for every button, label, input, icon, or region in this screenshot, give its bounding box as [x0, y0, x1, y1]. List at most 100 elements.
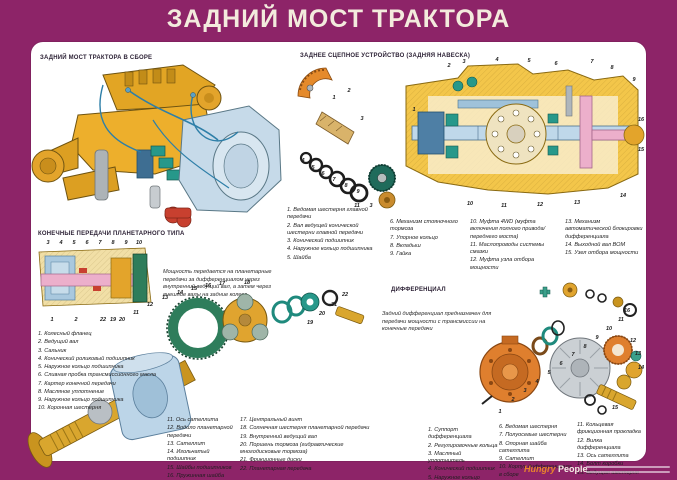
part-number-callout: 14 [176, 290, 184, 296]
differential-legend-colB: 6. Ведомая шестерня 7. Полуосевые шестерн… [499, 424, 575, 480]
part-number-callout: 16 [204, 283, 212, 289]
legend-item: 13. Ось сателлита [577, 453, 629, 460]
legend-item: 8. Опорная шайба сателлита [499, 440, 547, 454]
part-number-callout: 2 [511, 397, 515, 403]
part-number-callout: 20 [318, 311, 326, 317]
publisher-logo: Hungry People [524, 464, 588, 474]
part-number-callout: 7 [98, 240, 102, 246]
legend-item: 22. Планетарная передача [240, 465, 312, 472]
part-number-callout: 22 [99, 317, 107, 323]
heading-hitch: ЗАДНЕЕ СЦЕПНОЕ УСТРОЙСТВО (ЗАДНЯЯ НАВЕСК… [300, 53, 471, 59]
legend-item: 2. Ведущий вал [38, 339, 79, 346]
part-number-callout: 5 [547, 370, 551, 376]
part-number-callout: 3 [369, 203, 373, 209]
part-number-callout: 22 [341, 292, 349, 298]
part-number-callout: 3 [523, 388, 527, 394]
legend-item: 11. Маслопроводы системы смазки [470, 241, 545, 256]
legend-item: 4. Наружное кольцо подшипника [287, 246, 373, 253]
legend-item: 14. Выходной вал ВОМ [565, 241, 626, 248]
part-number-callout: 6 [85, 240, 89, 246]
part-number-callout: 15 [637, 147, 645, 153]
legend-item: 3. Сальник [38, 347, 67, 354]
publisher-logo-part2: People [558, 464, 588, 474]
part-number-callout: 13 [634, 351, 642, 357]
hitch-legend-col4: 13. Механизм автоматической блокировки д… [565, 219, 645, 258]
part-number-callout: 20 [118, 317, 126, 323]
part-number-callout: 18 [243, 280, 251, 286]
legend-item: 5. Шайба [287, 254, 311, 261]
part-number-callout: 3 [46, 240, 50, 246]
legend-item: 6. Сливная пробка трансмиссионного масла [38, 372, 157, 379]
legend-item: 5. Наружное кольцо подшипника [428, 474, 480, 480]
part-number-callout: 7 [571, 352, 575, 358]
heading-differential: ДИФФЕРЕНЦИАЛ [391, 287, 446, 293]
part-number-callout: 5 [311, 165, 315, 171]
legend-item: 10. Коронная шестерня [38, 405, 102, 412]
final-drive-exploded-illustration [27, 289, 365, 468]
legend-item: 17. Центральный винт [240, 417, 303, 423]
legend-item: 8. Масляное уплотнение [38, 388, 105, 395]
part-number-callout: 5 [72, 240, 76, 246]
part-number-callout: 13 [573, 200, 581, 206]
legend-item: 3. Масляный уплотнитель [428, 450, 465, 465]
part-number-callout: 17 [218, 281, 226, 287]
part-number-callout: 16 [637, 117, 645, 123]
part-number-callout: 8 [583, 344, 587, 350]
legend-item: 9. Сателлит [499, 456, 535, 463]
part-number-callout: 7 [332, 177, 336, 183]
legend-item: 21. Фрикционные диски [240, 457, 302, 464]
part-number-callout: 11 [501, 203, 507, 209]
part-number-callout: 6 [559, 361, 563, 367]
publisher-fineprint-line [586, 471, 670, 474]
heading-assembled: ЗАДНИЙ МОСТ ТРАКТОРА В СБОРЕ [40, 55, 153, 61]
part-number-callout: 12 [629, 338, 637, 344]
legend-item: 9. Гайка [390, 251, 412, 258]
legend-item: 7. Упорное кольцо [390, 234, 438, 241]
part-number-callout: 13 [161, 295, 169, 301]
final-drive-note: Мощность передается на планетарные перед… [163, 269, 272, 298]
legend-item: 6. Механизм стояночного тормоза [390, 219, 458, 233]
part-number-callout: 15 [190, 286, 198, 292]
legend-item: 2. Вал ведущей конической шестерни главн… [287, 222, 364, 236]
part-number-callout: 10 [466, 201, 474, 207]
part-number-callout: 4 [59, 240, 63, 246]
part-number-callout: 6 [321, 171, 325, 177]
part-number-callout: 2 [447, 63, 451, 69]
part-number-callout: 15 [611, 405, 619, 411]
part-number-callout: 14 [637, 365, 645, 371]
part-number-callout: 10 [605, 326, 613, 332]
hitch-illustration [297, 67, 396, 209]
part-number-callout: 11 [354, 203, 360, 209]
part-number-callout: 8 [111, 240, 115, 246]
part-number-callout: 7 [590, 59, 594, 65]
differential-note: Задний дифференциал предназначен для пер… [382, 311, 492, 333]
legend-item: 1. Колесный фланец [38, 331, 92, 337]
part-number-callout: 14 [619, 193, 627, 199]
part-number-callout: 6 [554, 61, 558, 67]
legend-item: 15. Шайбы подшипников [167, 464, 232, 471]
legend-item: 9. Наружное кольцо подшипника [38, 397, 124, 404]
part-number-callout: 12 [146, 302, 154, 308]
legend-item: 6. Ведомая шестерня [499, 424, 558, 430]
assembled-axle-illustration [31, 64, 282, 228]
part-number-callout: 21 [330, 302, 338, 308]
legend-item: 14. Игольчатый подшипник [167, 449, 210, 463]
part-number-callout: 10 [135, 240, 143, 246]
publisher-fineprint-line [586, 466, 670, 469]
legend-item: 3. Конический подшипник [287, 238, 354, 245]
part-number-callout: 1 [498, 409, 502, 415]
legend-item: 7. Картер конечной передачи [38, 380, 116, 387]
legend-item: 14. Болт коробки [577, 461, 624, 468]
hitch-legend-col3: 10. Муфта 4WD (муфта включения полного п… [470, 219, 563, 273]
legend-item: 16. Пружинная шайба [167, 472, 225, 479]
part-number-callout: 3 [462, 59, 466, 65]
legend-item: 13. Сателлит [167, 440, 206, 447]
part-number-callout: 5 [527, 58, 531, 64]
legend-item: 8. Вкладыш [390, 242, 421, 249]
legend-item: 7. Полуосевые шестерни [499, 432, 567, 439]
part-number-callout: 9 [595, 335, 599, 341]
part-number-callout: 11 [133, 310, 139, 316]
part-number-callout: 19 [306, 320, 314, 326]
